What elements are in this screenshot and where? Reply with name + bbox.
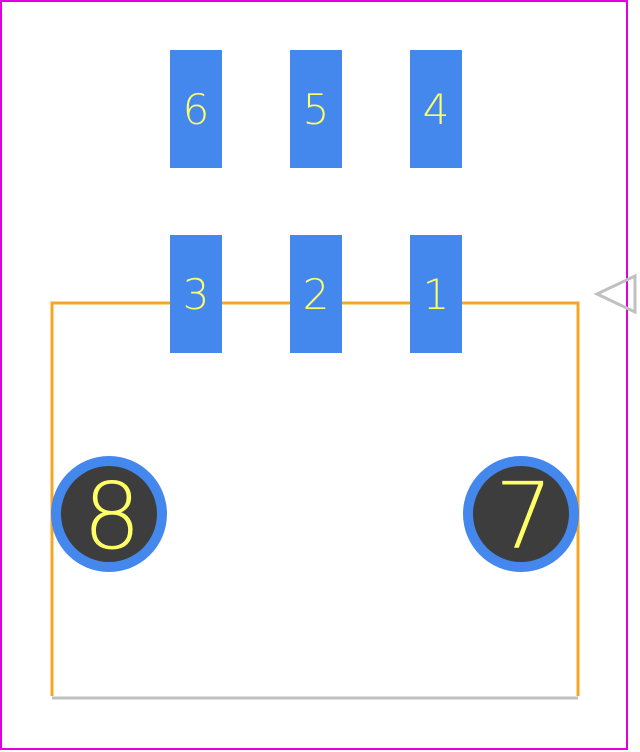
smd-pad-rect bbox=[410, 235, 462, 353]
mounting-hole-drill bbox=[473, 466, 569, 562]
smd-pad-5: 5 bbox=[290, 50, 342, 168]
mounting-hole-7: 7 bbox=[463, 456, 579, 572]
smd-pad-label: 5 bbox=[303, 85, 330, 134]
smd-pad-label: 4 bbox=[423, 85, 450, 134]
smd-pad-6: 6 bbox=[170, 50, 222, 168]
smd-pad-label: 3 bbox=[183, 270, 210, 319]
smd-pad-label: 1 bbox=[423, 270, 450, 319]
mounting-hole-drill bbox=[61, 466, 157, 562]
smd-pad-4: 4 bbox=[410, 50, 462, 168]
smd-pad-3: 3 bbox=[170, 235, 222, 353]
mounting-hole-label: 8 bbox=[83, 463, 142, 570]
smd-pads: 6 5 4 3 2 1 bbox=[170, 50, 462, 353]
mounting-hole-8: 8 bbox=[51, 456, 167, 572]
mounting-hole-label: 7 bbox=[495, 463, 554, 570]
smd-pad-1: 1 bbox=[410, 235, 462, 353]
smd-pad-rect bbox=[170, 235, 222, 353]
pin1-marker-triangle bbox=[593, 273, 637, 315]
smd-pad-rect bbox=[290, 235, 342, 353]
smd-pad-rect bbox=[170, 50, 222, 168]
smd-pad-label: 6 bbox=[183, 85, 210, 134]
smd-pad-rect bbox=[290, 50, 342, 168]
board-outline bbox=[0, 0, 628, 750]
smd-pad-rect bbox=[410, 50, 462, 168]
smd-pad-2: 2 bbox=[290, 235, 342, 353]
smd-pad-label: 2 bbox=[303, 270, 330, 319]
